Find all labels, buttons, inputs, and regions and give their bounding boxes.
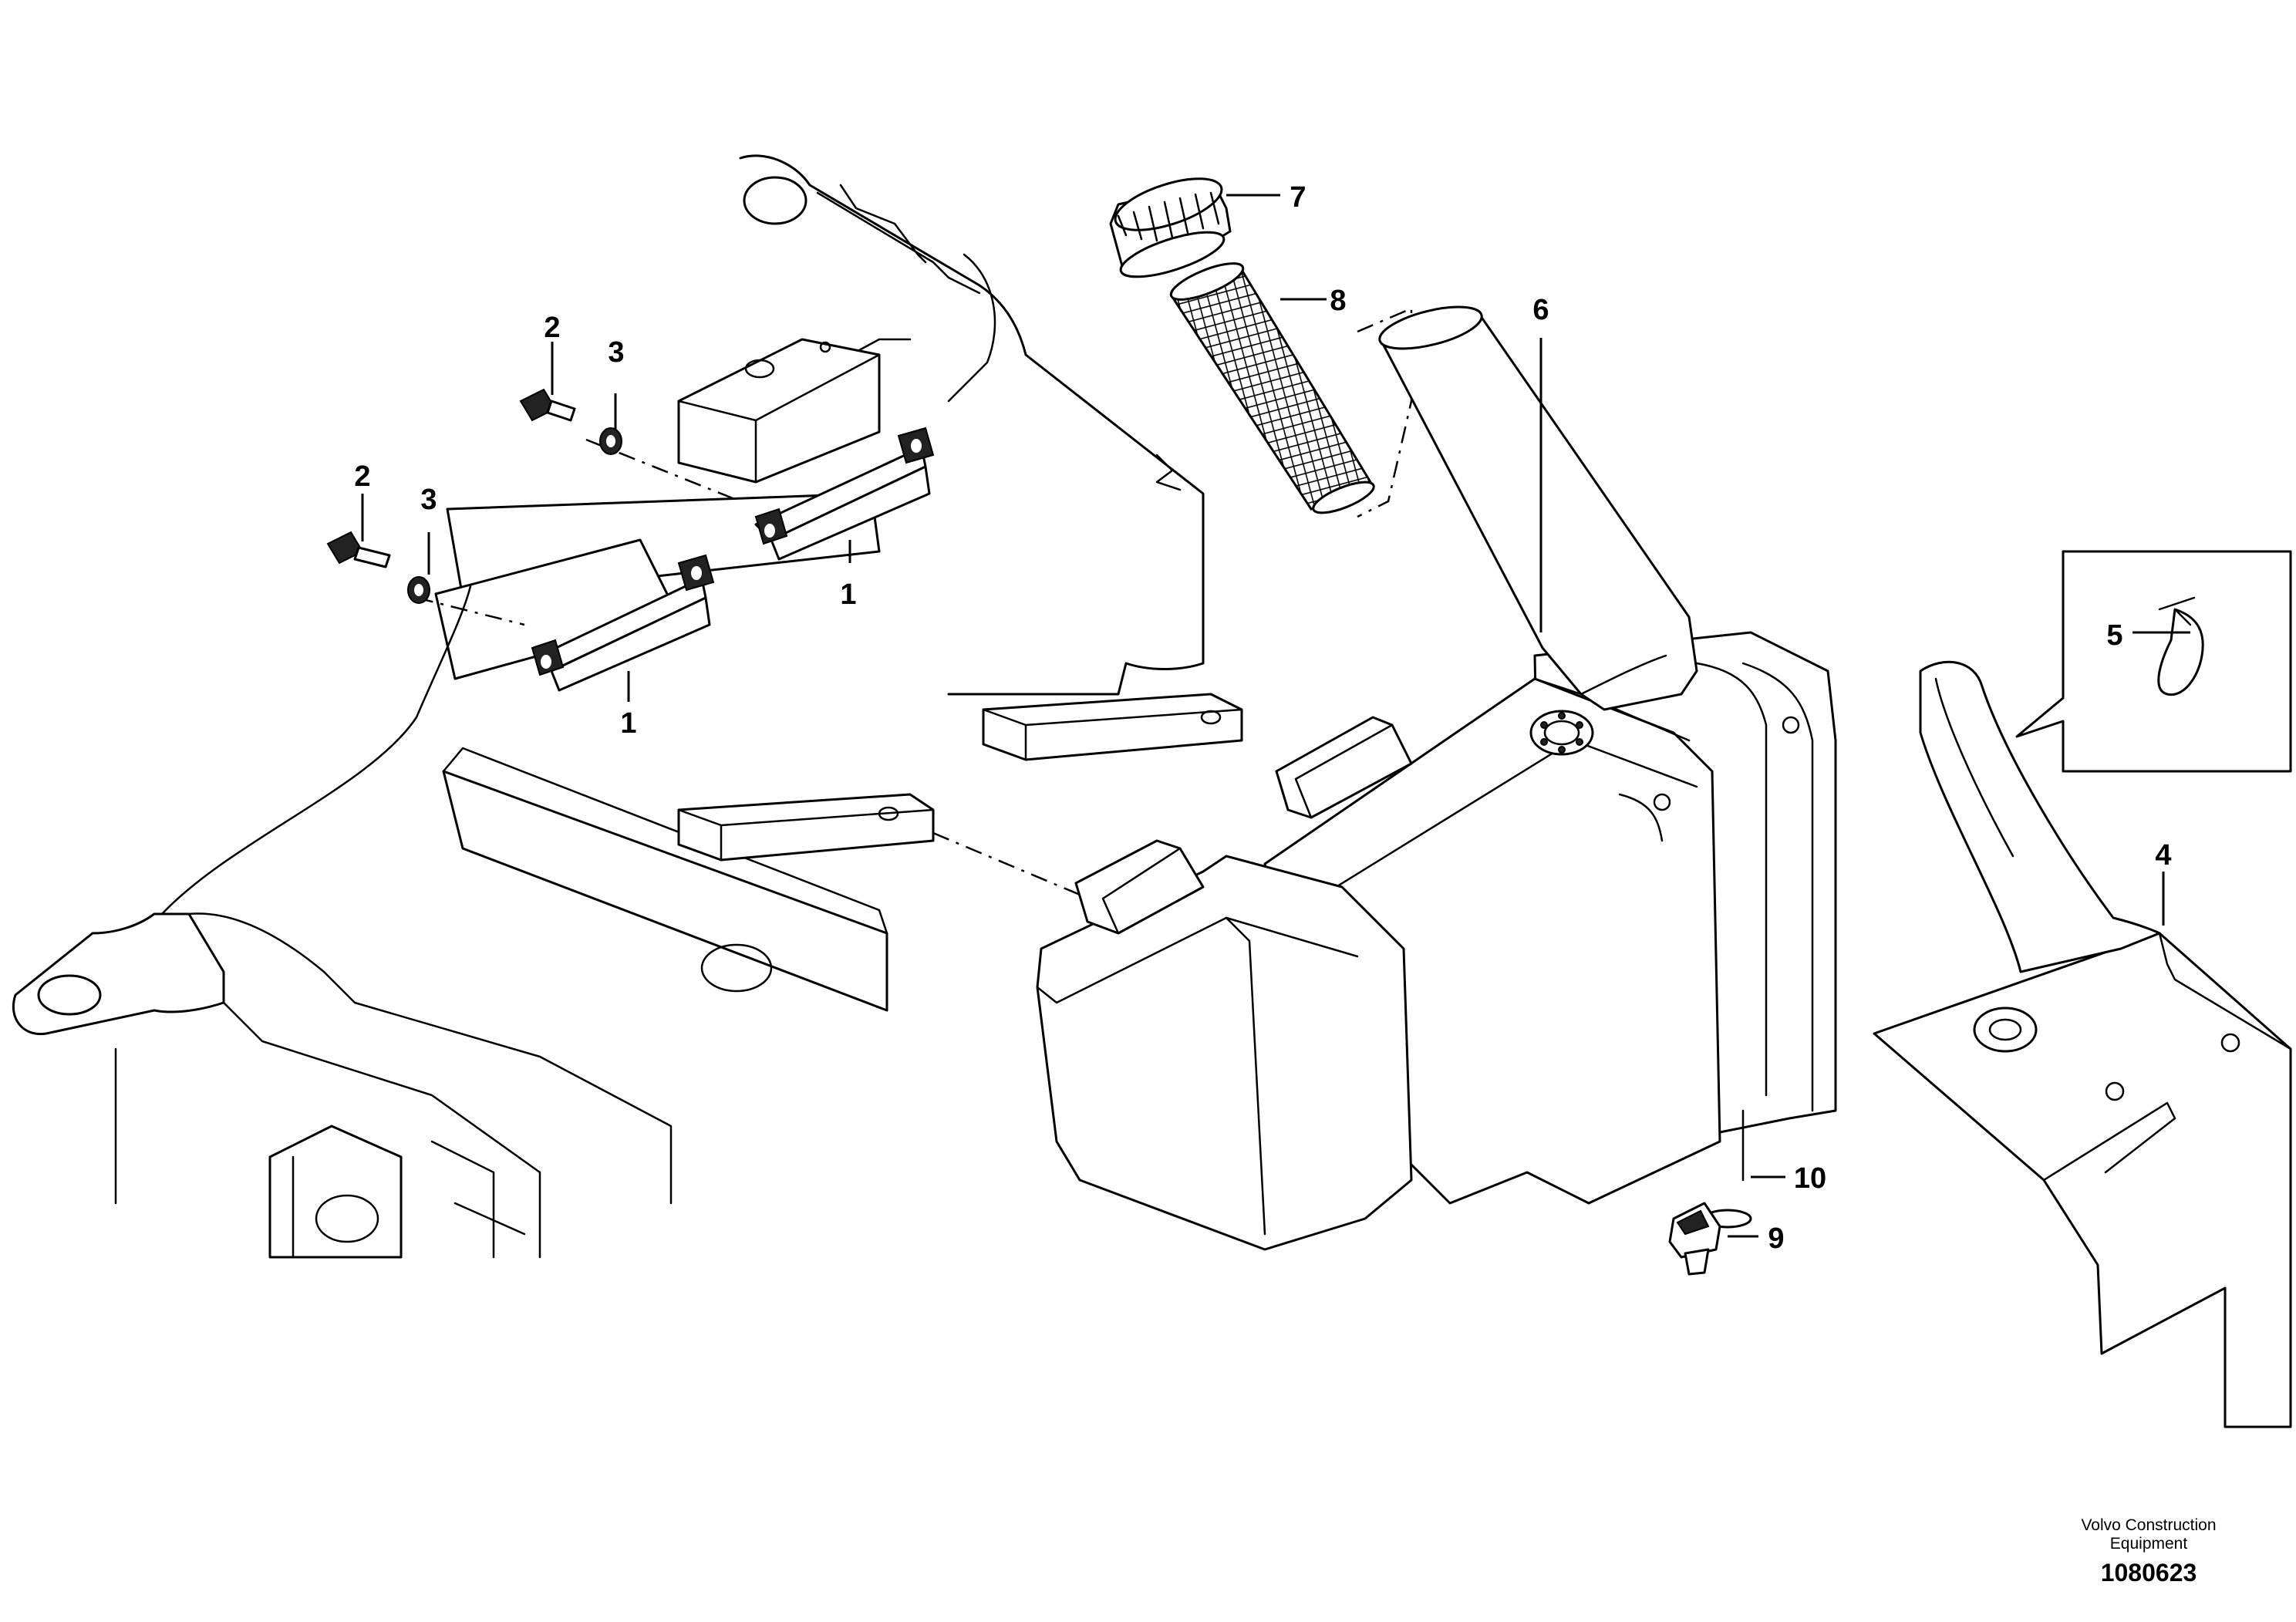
reservoir-shield	[1873, 660, 2292, 1428]
callout-labels: 1 1 2 2 3 3 4 5 6 7 8 9 10	[354, 181, 2171, 1255]
footer: Volvo Construction Equipment 1080623	[2081, 1516, 2216, 1587]
bolt-and-washer-upper	[519, 388, 622, 455]
callout-2-lower: 2	[354, 460, 370, 493]
tank-clamp-lower	[531, 554, 715, 692]
washer-reservoir	[1036, 305, 1837, 1251]
detail-callout-box	[2015, 550, 2292, 773]
callout-3-upper: 3	[608, 336, 624, 369]
callout-8: 8	[1330, 285, 1346, 317]
callout-1-lower: 1	[620, 707, 636, 740]
callout-6: 6	[1532, 294, 1549, 326]
document-number: 1080623	[2101, 1559, 2197, 1587]
callout-9: 9	[1768, 1222, 1784, 1255]
tank-clamp-upper	[754, 427, 935, 561]
callout-2-upper: 2	[544, 312, 560, 344]
callout-1-upper: 1	[840, 578, 856, 611]
reservoir-cap	[1109, 177, 1232, 278]
publisher-line-2: Equipment	[2110, 1535, 2188, 1553]
cable-tie	[2157, 608, 2204, 696]
assembly-line-filter	[1357, 307, 1413, 518]
callout-5: 5	[2106, 619, 2122, 652]
strainer	[1169, 262, 1375, 514]
leader-lines	[361, 194, 2190, 1238]
bolt-and-washer-lower	[326, 531, 430, 604]
drain-plug	[1668, 1202, 1721, 1276]
mounting-pads	[677, 693, 1243, 862]
assembly-line-bracket	[932, 831, 1081, 896]
callout-3-lower: 3	[420, 484, 437, 516]
callout-4: 4	[2155, 839, 2171, 872]
publisher-line-1: Volvo Construction	[2081, 1516, 2216, 1534]
callout-7: 7	[1290, 181, 1306, 214]
machine-frame	[12, 154, 1205, 1259]
callout-10: 10	[1794, 1162, 1826, 1195]
